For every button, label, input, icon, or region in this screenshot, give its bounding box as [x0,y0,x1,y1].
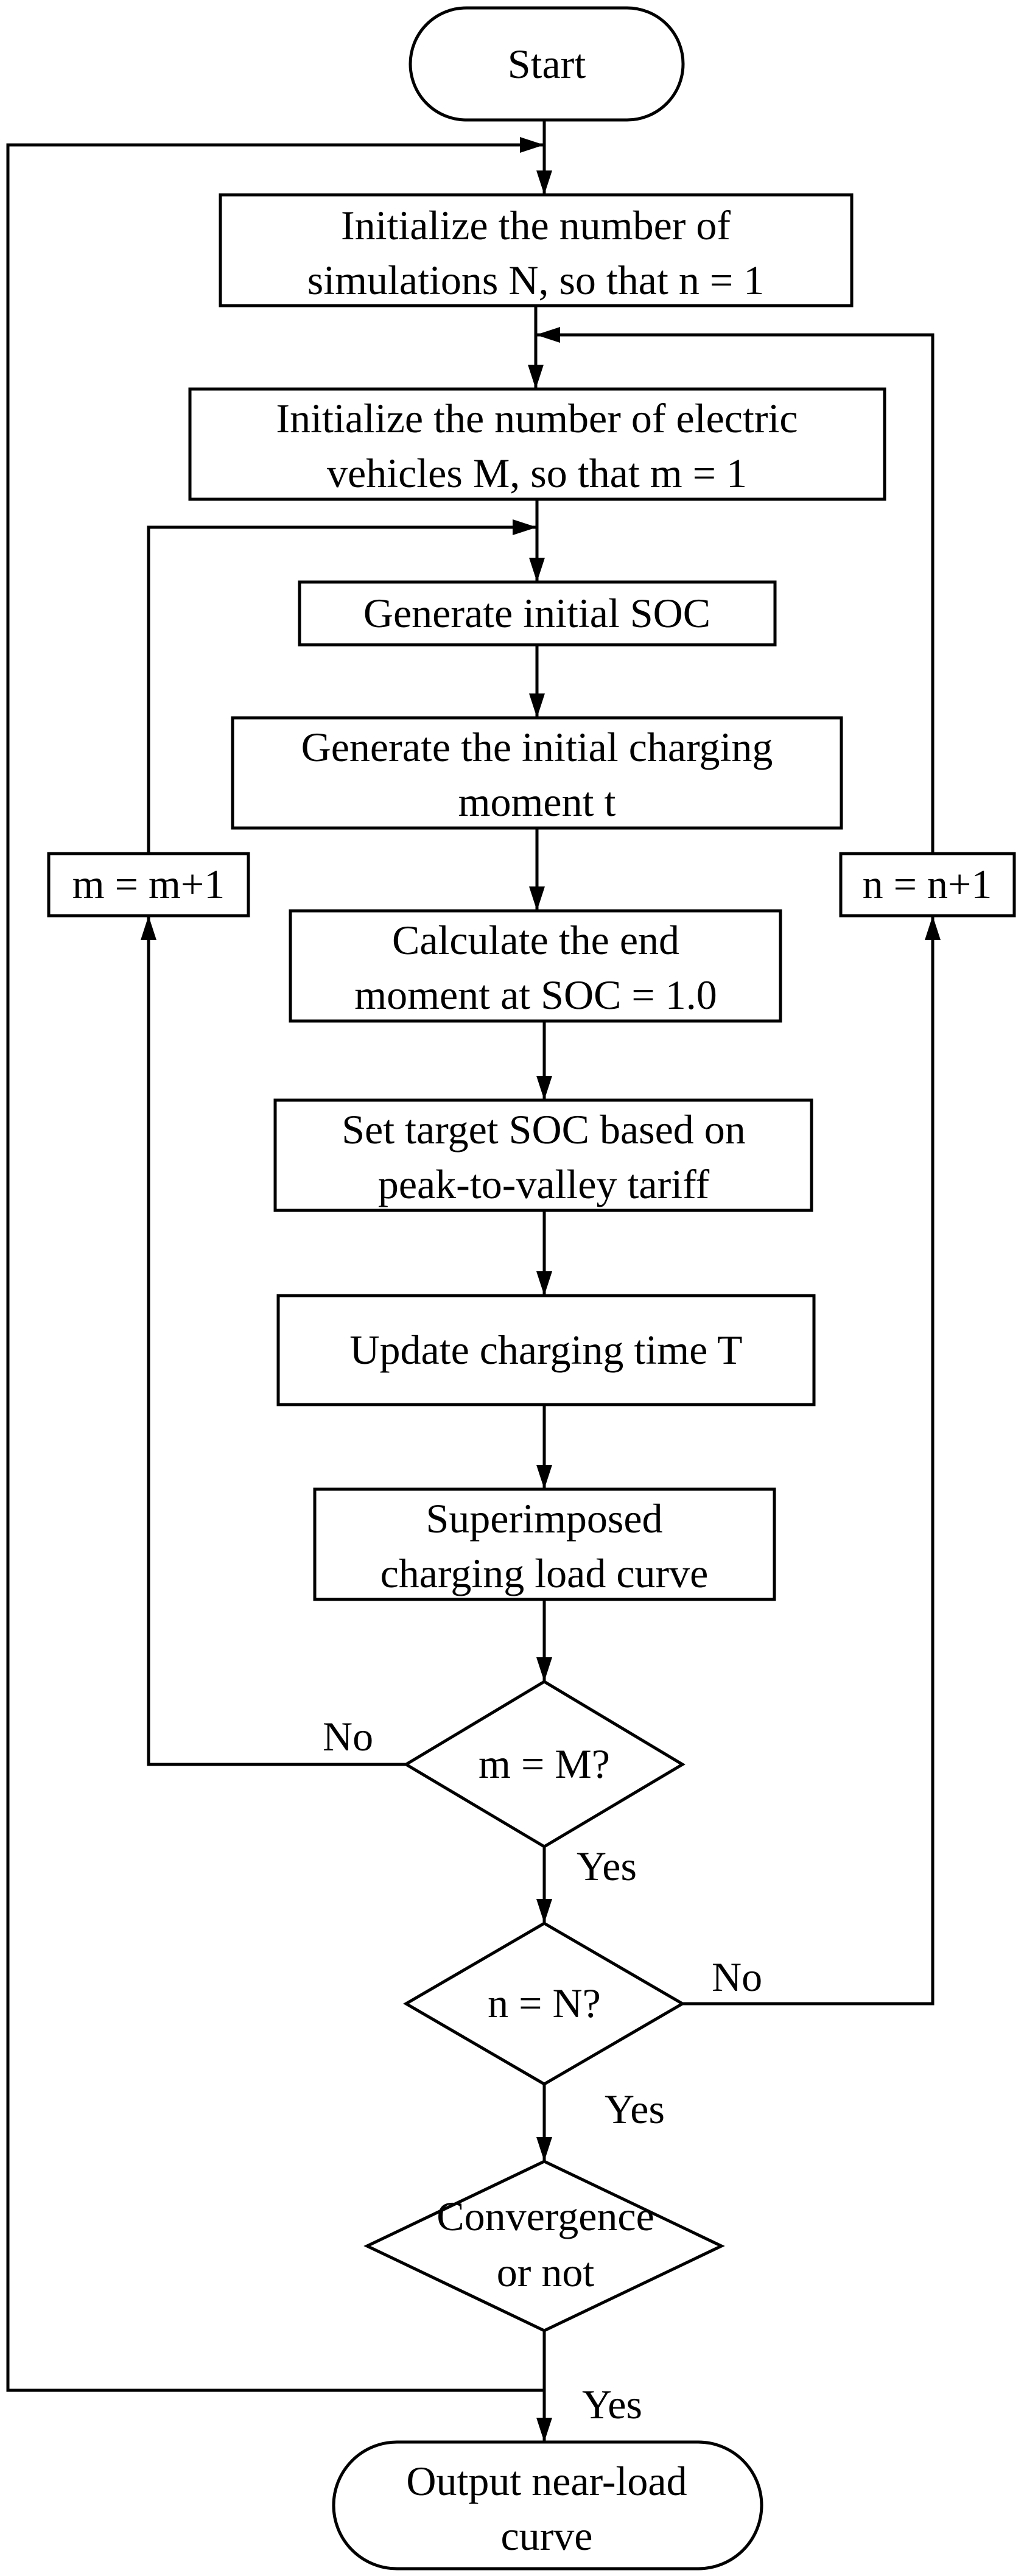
superimpose-label-line2: charging load curve [380,1550,709,1596]
init-simulations-label-line2: simulations N, so that n = 1 [307,257,764,303]
decision-n-label: n = N? [488,1980,601,2026]
decision-m-no-label: No [323,1713,373,1760]
arrow-increment-m-to-generate-soc [147,519,537,854]
arrow-convergence-loop-to-init-simulations [6,137,544,2392]
update-time-box [276,1294,816,1406]
calculate-end-label-line2: moment at SOC = 1.0 [354,972,717,1018]
update-time-label: Update charging time T [349,1327,742,1373]
arrow-decision-m-no-to-increment-m [141,916,406,1766]
output-terminal [332,2440,763,2571]
generate-soc-label: Generate initial SOC [363,590,710,636]
decision-convergence-label-line1: Convergence [437,2193,654,2239]
start-terminal [409,6,685,122]
set-target-label-line1: Set target SOC based on [342,1106,746,1153]
decision-m-label: m = M? [479,1741,610,1787]
set-target-label-line2: peak-to-valley tariff [378,1161,710,1207]
generate-moment-label-line1: Generate the initial charging [301,724,773,770]
output-label-line2: curve [500,2513,592,2559]
decision-m-yes-label: Yes [577,1843,637,1889]
decision-n-no-label: No [712,1954,762,2000]
decision-convergence-diamond [363,2160,725,2332]
init-vehicles-label-line1: Initialize the number of electric [276,395,798,441]
init-simulations-label-line1: Initialize the number of [341,202,731,248]
arrow-increment-n-to-init-vehicles [536,327,935,854]
decision-convergence-yes-label: Yes [582,2381,642,2427]
start-label: Start [508,41,586,87]
increment-m-label: m = m+1 [72,861,225,907]
decision-convergence-label-line2: or not [497,2249,595,2295]
calculate-end-label-line1: Calculate the end [392,917,679,963]
increment-n-label: n = n+1 [863,861,992,907]
superimpose-label-line1: Superimposed [426,1495,662,1542]
decision-n-yes-label: Yes [605,2086,665,2132]
init-vehicles-label-line2: vehicles M, so that m = 1 [327,450,747,496]
output-label-line1: Output near-load [406,2458,687,2504]
generate-moment-label-line2: moment t [458,779,616,825]
arrow-decision-n-no-to-increment-n [682,916,941,2006]
